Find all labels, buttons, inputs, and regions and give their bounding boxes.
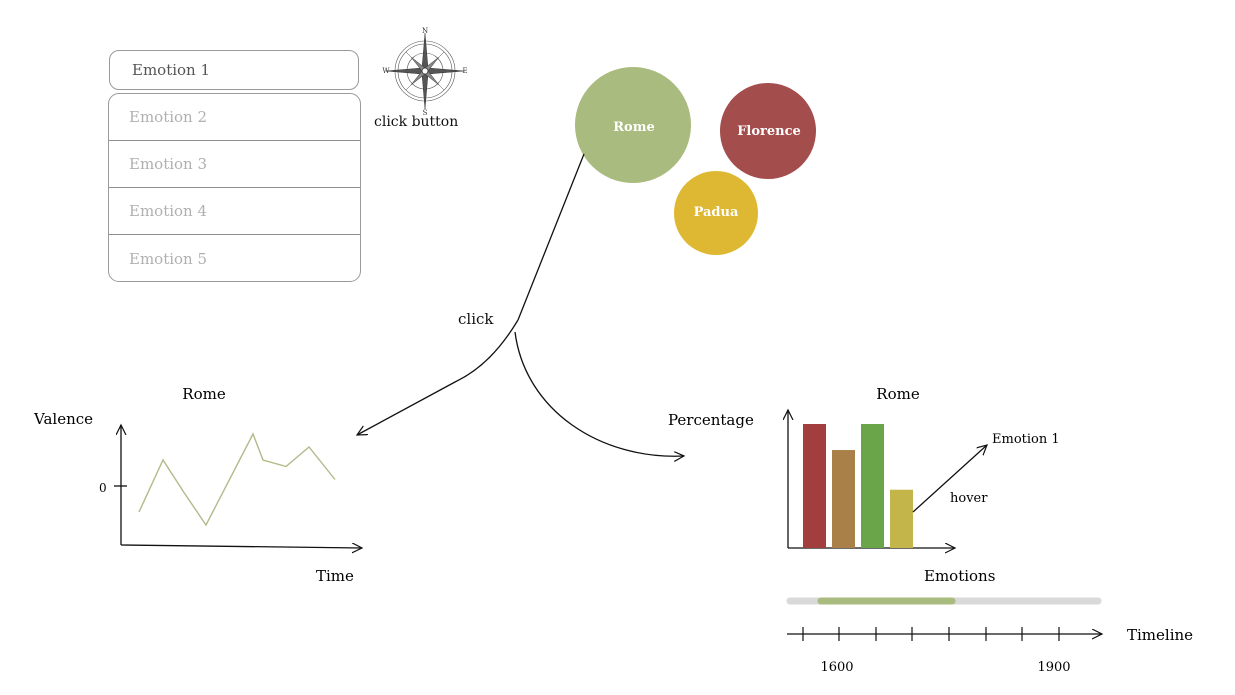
valence-series-line bbox=[138, 432, 336, 527]
compass-s: S bbox=[423, 109, 428, 117]
emotion-option[interactable]: Emotion 3 bbox=[109, 141, 360, 188]
click-annotation: click bbox=[458, 310, 494, 328]
bubble-florence[interactable]: Florence bbox=[720, 83, 816, 179]
compass-w: W bbox=[382, 67, 390, 75]
emotion-bar[interactable] bbox=[832, 450, 855, 548]
line-chart-xlabel: Time bbox=[316, 567, 354, 585]
timeline-tick-label: 1600 bbox=[820, 660, 853, 675]
emotion-dropdown-selected-label: Emotion 1 bbox=[132, 61, 211, 79]
bar-chart-xlabel: Emotions bbox=[924, 567, 995, 585]
hover-target-label: Emotion 1 bbox=[992, 432, 1060, 447]
emotion-option[interactable]: Emotion 4 bbox=[109, 188, 360, 235]
compass-n: N bbox=[422, 27, 428, 35]
emotion-option[interactable]: Emotion 2 bbox=[109, 94, 360, 141]
hover-annotation: hover bbox=[950, 491, 988, 506]
emotion-option[interactable]: Emotion 5 bbox=[109, 235, 360, 281]
emotion-bar[interactable] bbox=[890, 489, 913, 548]
emotion-option-label: Emotion 2 bbox=[129, 108, 208, 126]
timeline-ticks bbox=[802, 627, 1060, 641]
emotion-option-label: Emotion 4 bbox=[129, 202, 208, 220]
line-chart-x-axis bbox=[120, 545, 362, 548]
emotion-bar[interactable] bbox=[803, 424, 826, 548]
emotion-bar[interactable] bbox=[861, 424, 884, 548]
compass-e: E bbox=[462, 67, 467, 75]
click-connector-line bbox=[517, 153, 585, 321]
bubble-rome[interactable]: Rome bbox=[575, 67, 691, 183]
arrow-to-bar-chart bbox=[514, 331, 684, 456]
bubble-padua-label: Padua bbox=[694, 205, 739, 220]
arrow-to-line-chart bbox=[357, 319, 519, 435]
line-chart-ylabel: Valence bbox=[33, 410, 93, 428]
emotion-option-label: Emotion 5 bbox=[129, 249, 208, 268]
bubble-florence-label: Florence bbox=[737, 124, 801, 139]
bar-chart-ylabel: Percentage bbox=[668, 411, 754, 429]
emotion-dropdown-selected[interactable]: Emotion 1 bbox=[109, 50, 359, 90]
bar-chart-title: Rome bbox=[876, 385, 920, 403]
timeline-label: Timeline bbox=[1127, 626, 1193, 644]
emotion-dropdown-list: Emotion 2 Emotion 3 Emotion 4 Emotion 5 bbox=[108, 93, 361, 282]
line-chart-title: Rome bbox=[182, 385, 226, 403]
compass-rose-icon: N E S W bbox=[382, 27, 467, 117]
compass-button[interactable]: N E S W bbox=[378, 26, 472, 120]
compass-caption: click button bbox=[374, 114, 459, 130]
emotion-option-label: Emotion 3 bbox=[129, 155, 208, 173]
bubble-padua[interactable]: Padua bbox=[674, 171, 758, 255]
bubble-rome-label: Rome bbox=[613, 120, 655, 135]
line-chart-zero-tick-label: 0 bbox=[99, 481, 107, 495]
timeline-tick-label: 1900 bbox=[1037, 660, 1070, 675]
hover-arrow bbox=[912, 445, 987, 513]
